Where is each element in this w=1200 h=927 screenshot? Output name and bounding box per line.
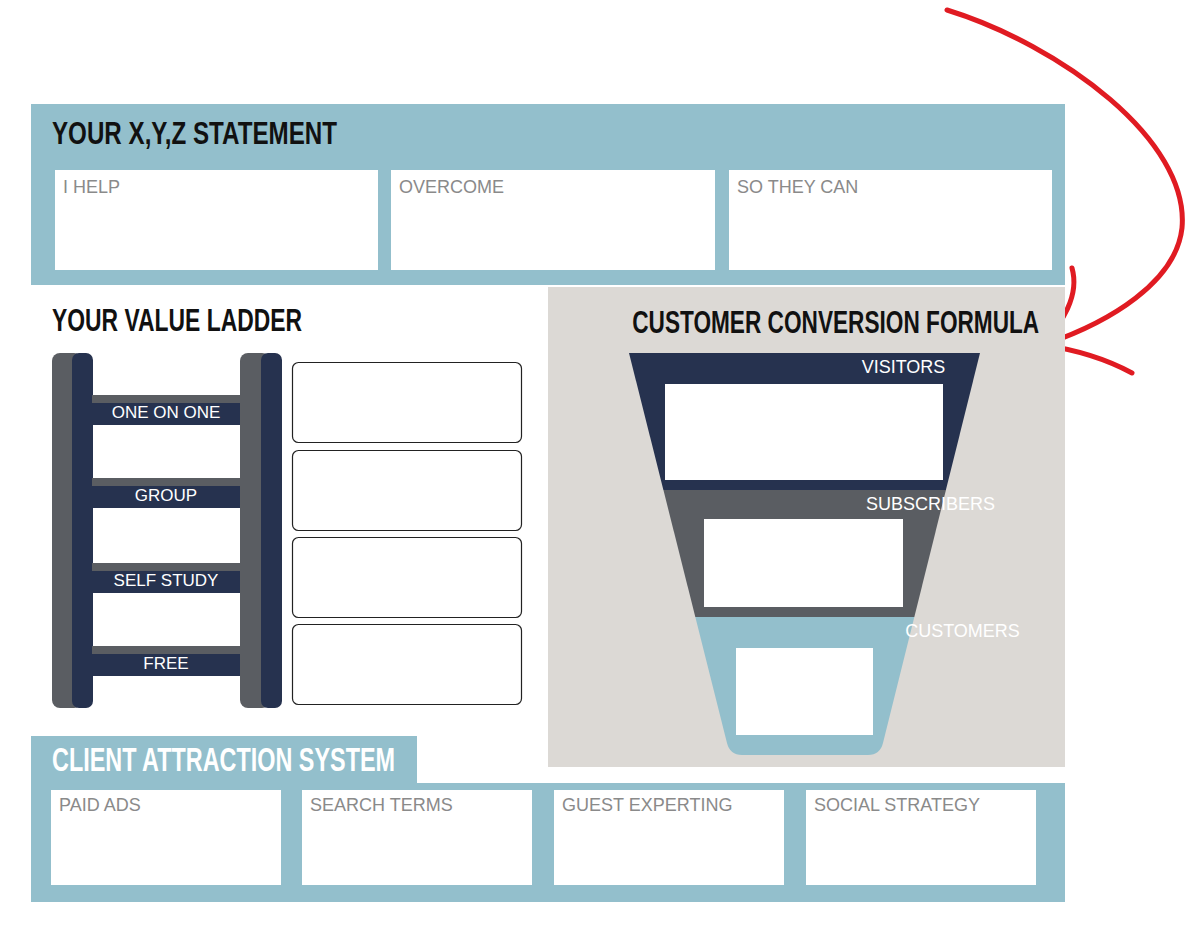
- section-heading: CUSTOMER CONVERSION FORMULA: [548, 305, 1065, 340]
- text-run: FREE: [143, 655, 188, 674]
- box-label: SOCIAL STRATEGY: [814, 796, 980, 816]
- attraction-box: PAID ADS: [51, 790, 281, 885]
- text-run: OVERCOME: [399, 178, 504, 198]
- text-run: PAID ADS: [59, 796, 141, 816]
- attraction-box: SOCIAL STRATEGY: [806, 790, 1036, 885]
- funnel-band: VISITORS: [629, 353, 980, 490]
- attraction-box: SEARCH TERMS: [302, 790, 532, 885]
- text-run: CUSTOMERS: [905, 622, 1020, 642]
- ladder-rung: FREE: [92, 646, 240, 676]
- box-label: VISITORS: [645, 358, 1162, 378]
- box-label: ONE ON ONE: [92, 404, 240, 423]
- text-run: YOUR VALUE LADDER: [52, 303, 302, 338]
- box-label: SEARCH TERMS: [310, 796, 453, 816]
- funnel-input-box: [665, 384, 943, 480]
- text-run: GROUP: [135, 487, 197, 506]
- funnel-band-fill: [695, 617, 914, 755]
- text-run: ONE ON ONE: [112, 404, 221, 423]
- box-label: OVERCOME: [399, 178, 504, 198]
- section-heading: CLIENT ATTRACTION SYSTEM: [52, 741, 551, 778]
- text-run: GUEST EXPERTING: [562, 796, 732, 816]
- ladder-box: [293, 451, 522, 531]
- text-run: CUSTOMER CONVERSION FORMULA: [632, 305, 1039, 340]
- conversion-panel: CUSTOMER CONVERSION FORMULA VISITORS SUBSC…: [548, 287, 1065, 767]
- box-label: SUBSCRIBERS: [672, 495, 1189, 515]
- statement-box: SO THEY CAN: [729, 170, 1052, 270]
- statement-band: YOUR X,Y,Z STATEMENT I HELP OVERCOME SO THE…: [31, 104, 1065, 285]
- funnel-band-fill: [629, 353, 980, 490]
- ladder-rung: SELF STUDY: [92, 563, 240, 593]
- funnel-input-box: [704, 519, 903, 607]
- ladder-box: [293, 538, 522, 618]
- attraction-panel: CLIENT ATTRACTION SYSTEM PAID ADS SEARCH T…: [31, 736, 1065, 902]
- text-run: SO THEY CAN: [737, 178, 858, 198]
- box-label: FREE: [92, 655, 240, 674]
- funnel-shape: [695, 617, 915, 755]
- funnel-input-box: [736, 648, 873, 735]
- box-label: GROUP: [92, 487, 240, 506]
- section-heading: YOUR X,Y,Z STATEMENT: [52, 116, 430, 151]
- text-run: CLIENT ATTRACTION SYSTEM: [52, 741, 395, 778]
- text-run: I HELP: [63, 178, 120, 198]
- box-label: GUEST EXPERTING: [562, 796, 732, 816]
- section-heading: YOUR VALUE LADDER: [52, 303, 402, 338]
- text-run: VISITORS: [862, 358, 946, 378]
- statement-box: I HELP: [55, 170, 378, 270]
- ladder-box: [293, 625, 522, 705]
- box-label: SO THEY CAN: [737, 178, 858, 198]
- box-label: CUSTOMERS: [704, 622, 1200, 642]
- text-run: SELF STUDY: [114, 572, 219, 591]
- text-run: SUBSCRIBERS: [866, 495, 995, 515]
- text-run: SOCIAL STRATEGY: [814, 796, 980, 816]
- funnel-band: CUSTOMERS: [695, 617, 915, 755]
- ladder-rung: GROUP: [92, 478, 240, 508]
- ladder-rung: ONE ON ONE: [92, 395, 240, 425]
- funnel-band: SUBSCRIBERS: [663, 490, 946, 617]
- panel-tab: [31, 736, 417, 784]
- ladder-box: [293, 363, 522, 443]
- box-label: PAID ADS: [59, 796, 141, 816]
- attraction-box: GUEST EXPERTING: [554, 790, 784, 885]
- box-label: I HELP: [63, 178, 120, 198]
- statement-box: OVERCOME: [391, 170, 715, 270]
- ladder-rail: [72, 353, 93, 708]
- panel-ground: [31, 783, 1065, 902]
- text-run: YOUR X,Y,Z STATEMENT: [52, 116, 337, 151]
- text-run: SEARCH TERMS: [310, 796, 453, 816]
- ladder-rail: [261, 353, 282, 708]
- box-label: SELF STUDY: [92, 572, 240, 591]
